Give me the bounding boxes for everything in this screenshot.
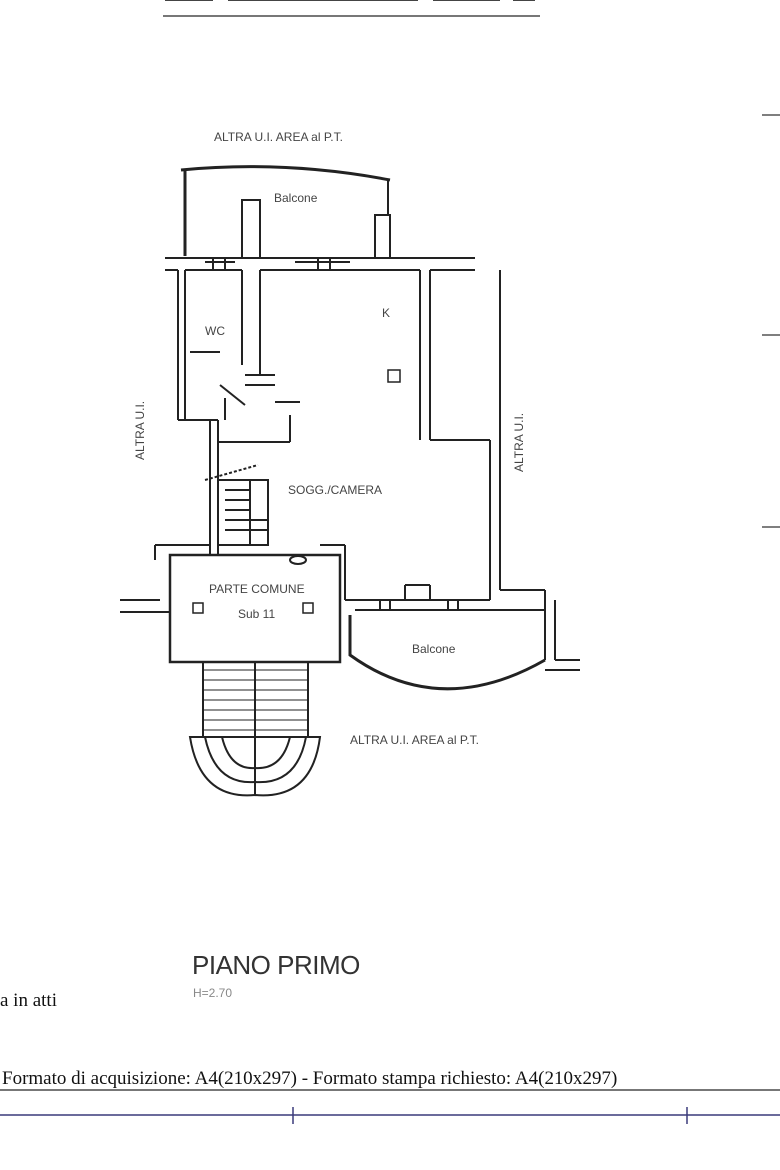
plan-title: PIANO PRIMO — [192, 950, 360, 980]
label-bottom-area: ALTRA U.I. AREA al P.T. — [350, 733, 479, 747]
label-common-area: PARTE COMUNE — [209, 582, 305, 596]
label-right-neighbor: ALTRA U.I. — [512, 413, 526, 472]
left-fragment-text: a in atti — [0, 990, 57, 1011]
footer-rules — [0, 1089, 780, 1124]
walls — [120, 165, 580, 797]
label-sub: Sub 11 — [238, 607, 275, 621]
format-text: Formato di acquisizione: A4(210x297) - F… — [2, 1068, 618, 1089]
plan-height: H=2.70 — [193, 986, 233, 1000]
header-remnants — [163, 0, 540, 17]
label-top-area: ALTRA U.I. AREA al P.T. — [214, 130, 343, 144]
label-balcony-top: Balcone — [274, 191, 318, 205]
label-left-neighbor: ALTRA U.I. — [133, 401, 147, 460]
plan-labels: ALTRA U.I. AREA al P.T. Balcone WC K SOG… — [133, 130, 526, 747]
margin-ticks — [762, 114, 780, 528]
label-balcony-bottom: Balcone — [412, 642, 456, 656]
label-living: SOGG./CAMERA — [288, 483, 382, 497]
label-kitchen: K — [382, 306, 390, 320]
label-wc: WC — [205, 324, 225, 338]
